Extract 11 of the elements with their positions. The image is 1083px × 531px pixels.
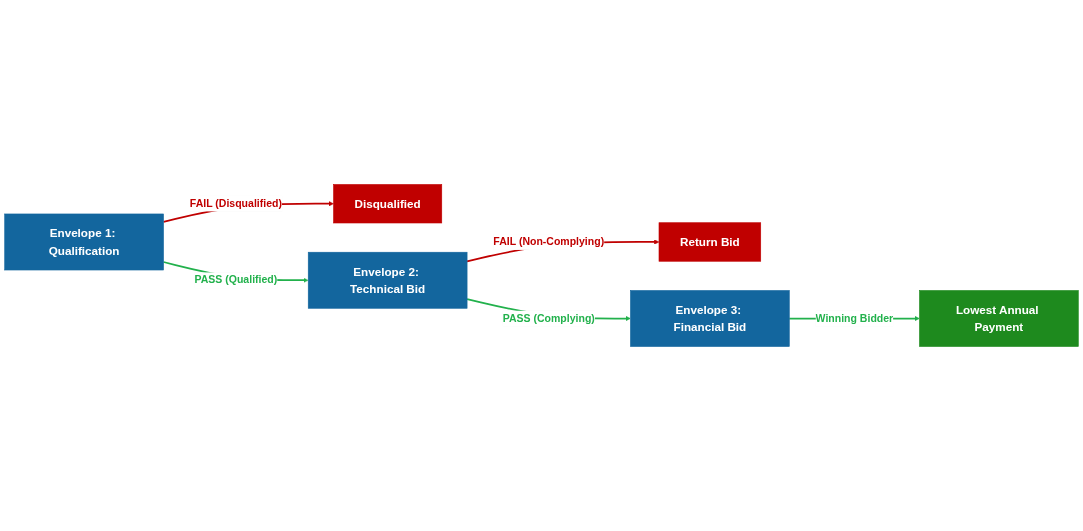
node-box: Lowest Annual Payment [919,290,1079,347]
node-box: Return Bid [658,222,762,262]
edge-label: PASS (Qualified) [194,274,278,286]
edge-label: FAIL (Disqualified) [189,197,282,210]
node-box: Disqualified [333,184,443,224]
node-box: Envelope 3: Financial Bid [630,290,790,347]
node-box: Envelope 2: Technical Bid [307,251,468,309]
edge-label: PASS (Complying) [502,312,595,325]
node-box: Envelope 1: Qualification [4,213,164,271]
edge-label: FAIL (Non-Complying) [493,235,605,248]
edge-label: Winning Bidder [815,312,894,325]
